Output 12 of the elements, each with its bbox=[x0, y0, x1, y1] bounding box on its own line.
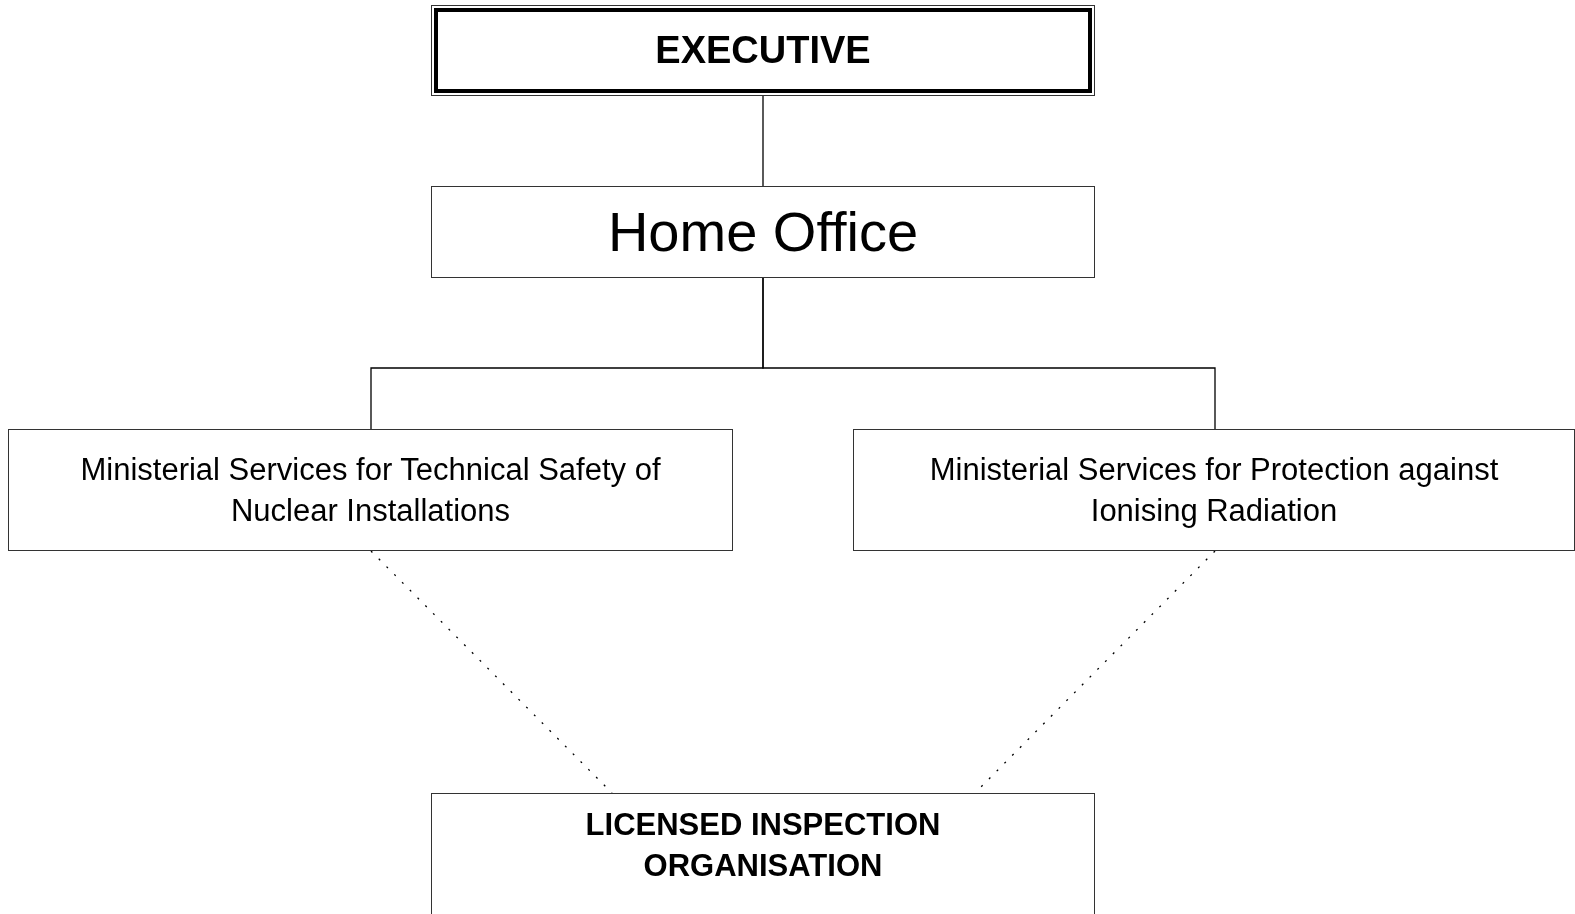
org-box bbox=[431, 5, 1095, 96]
org-box bbox=[431, 186, 1095, 278]
org-box bbox=[853, 429, 1575, 551]
box-label: Ministerial Services for Technical Safety of Nuclear Installations bbox=[79, 450, 662, 530]
box-label: Ministerial Services for Protection against Ionising Radiation bbox=[928, 450, 1500, 530]
org-box bbox=[431, 793, 1095, 914]
connector-line bbox=[762, 277, 1216, 430]
connector-line bbox=[762, 95, 764, 187]
box-label: LICENSED INSPECTION ORGANISATION bbox=[584, 806, 942, 886]
box-label: Home Office bbox=[606, 198, 920, 265]
box-label: EXECUTIVE bbox=[654, 28, 872, 74]
org-box bbox=[8, 429, 733, 551]
